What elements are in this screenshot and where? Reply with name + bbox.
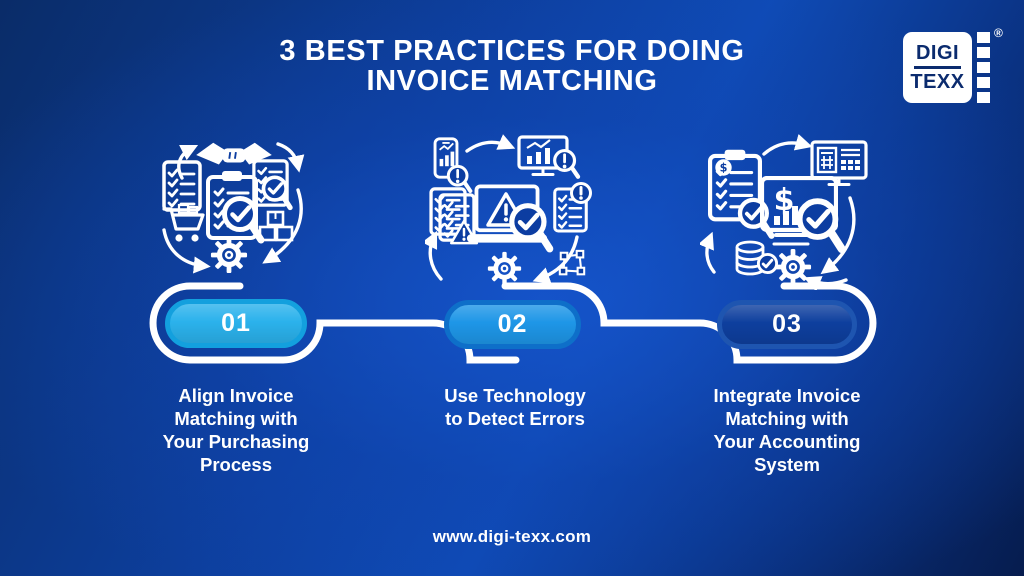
digitexx-logo: DIGI TEXX ® xyxy=(901,26,1011,108)
page-title-line1: 3 BEST PRACTICES FOR DOING xyxy=(279,35,745,67)
cycle-arrow-icon xyxy=(700,231,716,274)
logo-word-digi: DIGI xyxy=(915,42,960,64)
ribbon-segment-2 xyxy=(501,282,877,364)
website-url: www.digi-texx.com xyxy=(432,527,592,546)
registered-trademark-symbol: ® xyxy=(994,26,1003,40)
step-label-1: Align Invoice Matching with Your Purchas… xyxy=(162,385,310,475)
step-pill-02: 02 xyxy=(444,300,581,349)
step-label-3: Integrate Invoice Matching with Your Acc… xyxy=(713,385,861,475)
page-title-line2: INVOICE MATCHING xyxy=(366,65,658,97)
filmstrip-icon xyxy=(977,32,990,103)
step-pill-03: 03 xyxy=(717,300,857,349)
error-detection-illustration xyxy=(425,134,592,289)
logo-box: DIGI TEXX xyxy=(903,32,972,103)
step-number: 02 xyxy=(497,310,528,338)
step-number: 03 xyxy=(772,310,802,338)
cycle-arrow-icon xyxy=(762,134,813,156)
cycle-arrow-icon xyxy=(262,188,303,264)
step-pill-01: 01 xyxy=(165,299,307,348)
accounting-integration-illustration xyxy=(700,134,868,290)
cycle-arrow-icon xyxy=(162,228,211,274)
page-title: 3 BEST PRACTICES FOR DOING INVOICE MATCH… xyxy=(0,36,1024,96)
cycle-arrow-icon xyxy=(465,134,516,153)
purchasing-process-illustration xyxy=(162,141,305,290)
cycle-arrow-icon xyxy=(820,196,856,275)
cycle-arrow-icon xyxy=(276,142,305,173)
step-number: 01 xyxy=(221,309,251,337)
cycle-arrow-icon xyxy=(425,230,443,281)
logo-divider xyxy=(914,66,961,69)
logo-word-texx: TEXX xyxy=(910,71,965,93)
step-label-2: Use Technology to Detect Errors xyxy=(444,385,586,429)
